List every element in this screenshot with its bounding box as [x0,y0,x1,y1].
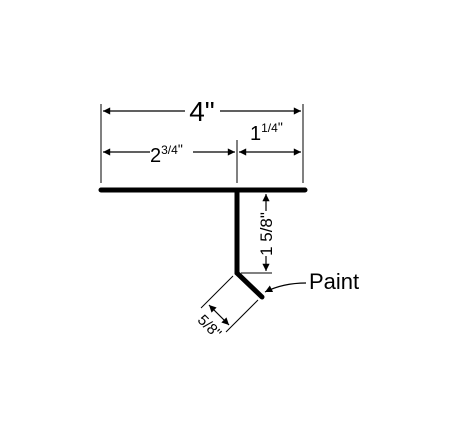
dim-line-hem [208,304,230,326]
extension-line-hem-b [225,299,259,333]
dim-label-leg: 1 5/8" [257,212,276,256]
paint-label: Paint [309,269,359,294]
extension-line-hem-a [200,275,234,309]
dim-label-left: 23/4" [150,141,183,167]
profile-outline [98,187,308,300]
paint-leader-line [264,282,307,293]
dim-label-overall: 4" [189,96,215,127]
dim-label-right: 11/4" [250,119,283,145]
dim-label-right-bg [248,118,296,144]
